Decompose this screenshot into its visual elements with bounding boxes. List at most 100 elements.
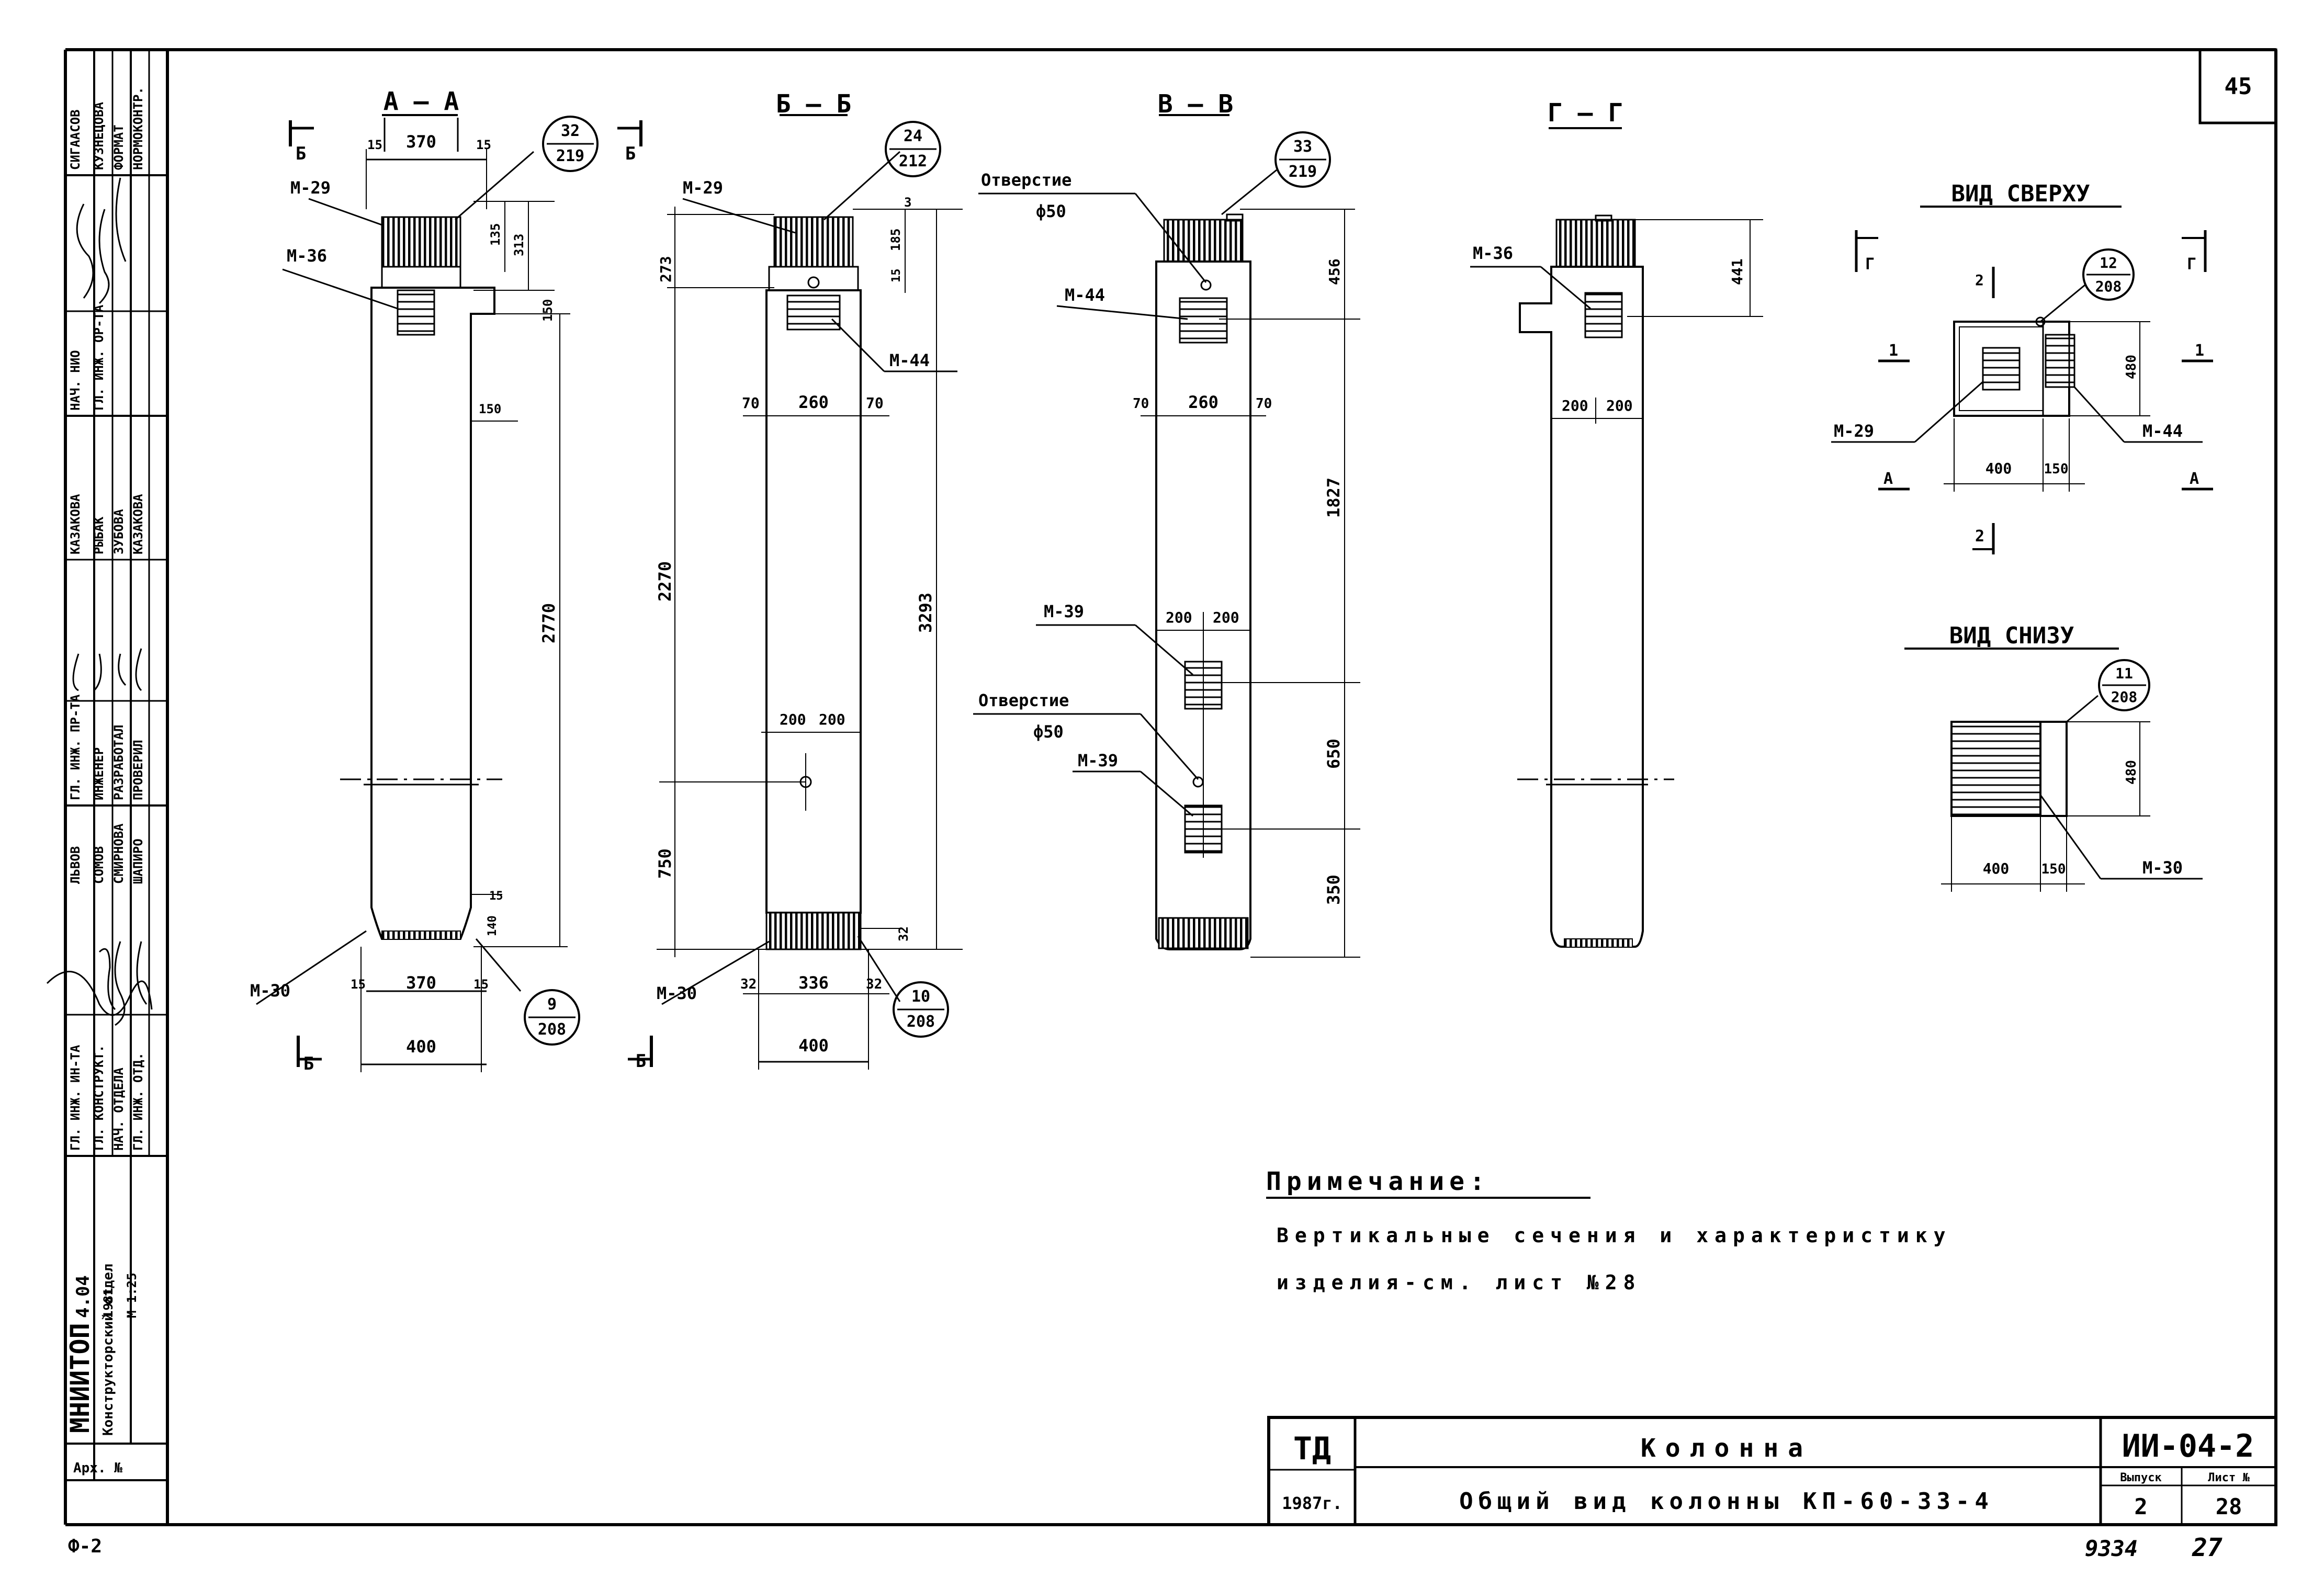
bottom-m30-plate bbox=[1950, 721, 2041, 817]
stamp-role-4: ГЛ. ИНЖ. ОТД. bbox=[131, 1052, 145, 1151]
bb-label-m30: М-30 bbox=[657, 983, 697, 1003]
bb-dim-32b: 32 bbox=[740, 977, 757, 992]
gg-dim-200a: 200 bbox=[1562, 397, 1588, 414]
callout-bb-top-sheet: 212 bbox=[899, 152, 927, 171]
bb-label-m29: М-29 bbox=[683, 178, 723, 198]
sheet-frame bbox=[64, 48, 2277, 1526]
vv-label-m39a: М-39 bbox=[1044, 601, 1084, 621]
stamp-role-7: РАЗРАБОТАЛ bbox=[111, 725, 126, 801]
cut-b-right-bottom: Б bbox=[636, 1051, 646, 1072]
view-top-dim-480: 480 bbox=[2124, 355, 2139, 379]
format-label: Ф-2 bbox=[68, 1536, 102, 1557]
view-bottom-dim-150: 150 bbox=[2041, 861, 2066, 877]
vv-head-plate bbox=[1163, 219, 1244, 263]
vv-dim-200b: 200 bbox=[1213, 609, 1239, 626]
title-block bbox=[1267, 1416, 2277, 1526]
vv-m44-plate bbox=[1179, 297, 1228, 344]
bb-head-plate bbox=[773, 216, 854, 268]
aa-dim-313: 313 bbox=[512, 234, 526, 256]
cut-b-left: Б bbox=[296, 143, 306, 164]
view-top-axis-1-left: 1 bbox=[1889, 342, 1898, 360]
view-top-title: ВИД СВЕРХУ bbox=[1951, 180, 2090, 207]
bb-dim-336: 336 bbox=[798, 973, 829, 993]
callout-top-view bbox=[2082, 248, 2135, 301]
title-td: ТД bbox=[1293, 1431, 1331, 1467]
stamp-year: 1981 bbox=[101, 1288, 116, 1318]
stamp-arch-no: Арх. № bbox=[73, 1460, 122, 1476]
stamp-name-3: СМИРНОВА bbox=[111, 823, 126, 884]
callout-aa-bottom-num: 9 bbox=[547, 995, 557, 1014]
bb-dim-185: 185 bbox=[888, 229, 903, 251]
bb-dim-750: 750 bbox=[655, 848, 675, 879]
title-code: ИИ-04-2 bbox=[2122, 1428, 2254, 1465]
view-bottom bbox=[1904, 648, 2203, 892]
callout-bb-bottom bbox=[893, 981, 949, 1038]
bb-dim-70a: 70 bbox=[742, 394, 760, 412]
vv-base-plate bbox=[1158, 917, 1249, 949]
callout-bb-top-num: 24 bbox=[904, 127, 922, 145]
vv-dim-70a: 70 bbox=[1133, 396, 1149, 412]
stamp-role-5: ГЛ. ИНЖ. ПР-ТА bbox=[68, 694, 83, 800]
callout-vv-top-num: 33 bbox=[1293, 138, 1312, 156]
callout-aa-bottom-sheet: 208 bbox=[538, 1020, 566, 1039]
title-sheet-label: Лист № bbox=[2208, 1471, 2250, 1484]
stamp-name-10: КУЗНЕЦОВА bbox=[92, 101, 106, 170]
view-top-dim-400: 400 bbox=[1985, 460, 2012, 477]
stamp-top-label-1: ФОРМАТ bbox=[111, 124, 126, 170]
stamp-name-6: РЫБАК bbox=[92, 516, 106, 554]
stamp-name-1: ЛЬВОВ bbox=[68, 846, 83, 884]
callout-top-view-sheet: 208 bbox=[2095, 278, 2122, 295]
aa-dim-150b: 150 bbox=[479, 402, 501, 416]
bb-dim-70b: 70 bbox=[866, 394, 884, 412]
aa-label-m36: М-36 bbox=[287, 246, 327, 266]
aa-dim-15c: 15 bbox=[351, 977, 366, 992]
stamp-top-label-2: НОРМОКОНТР. bbox=[131, 87, 145, 170]
section-g-g bbox=[1470, 127, 1763, 948]
callout-bottom-view bbox=[2098, 659, 2150, 711]
section-title-aa: А — А bbox=[383, 87, 459, 116]
stamp-role-10: ГЛ. ИНЖ. ОР-ТА bbox=[92, 304, 106, 411]
note-heading: Примечание: bbox=[1266, 1167, 1490, 1196]
bb-dim-200a: 200 bbox=[780, 711, 806, 728]
view-bottom-dim-400: 400 bbox=[1983, 860, 2010, 877]
view-top-axis-a-left: А bbox=[1883, 470, 1893, 488]
vv-hole-label-a: Отверстие bbox=[981, 170, 1071, 190]
callout-aa-bottom bbox=[524, 989, 580, 1046]
stamp-role-9: НАЧ. НИО bbox=[68, 350, 83, 411]
aa-dim-15e: 15 bbox=[489, 890, 503, 903]
view-bottom-label-m30: М-30 bbox=[2142, 858, 2183, 878]
view-top-axis-2-bottom: 2 bbox=[1975, 527, 1984, 546]
gg-m36-plate bbox=[1584, 292, 1623, 338]
cut-b-left-bottom: Б bbox=[303, 1053, 314, 1074]
view-top-label-m44: М-44 bbox=[2142, 421, 2183, 441]
gg-head-plate bbox=[1555, 219, 1636, 268]
stamp-role-2: ГЛ. КОНСТРУКТ. bbox=[92, 1045, 106, 1151]
view-top-axis-2-top: 2 bbox=[1975, 271, 1984, 289]
aa-dim-2770: 2770 bbox=[539, 603, 559, 643]
bb-dim-32c: 32 bbox=[866, 977, 882, 992]
view-top-axis-a-right: А bbox=[2190, 470, 2199, 488]
callout-vv-top bbox=[1274, 131, 1331, 188]
view-top-axis-1-right: 1 bbox=[2195, 342, 2204, 360]
stamp-name-4: ШАПИРО bbox=[131, 838, 145, 884]
vv-dim-200a: 200 bbox=[1166, 609, 1192, 626]
aa-label-m29: М-29 bbox=[290, 178, 331, 198]
section-b-b bbox=[657, 114, 963, 1070]
handwritten-number: 9334 bbox=[2085, 1536, 2138, 1561]
stamp-dept: Конструкторский отдел bbox=[100, 1264, 116, 1436]
aa-dim-15d: 15 bbox=[473, 977, 489, 992]
bb-dim-3293: 3293 bbox=[916, 593, 935, 633]
view-top-cut-right: Г bbox=[2187, 255, 2196, 274]
note-line-1: Вертикальные сечения и характеристику bbox=[1277, 1224, 1951, 1247]
bb-dim-15: 15 bbox=[890, 269, 903, 283]
vv-dim-650: 650 bbox=[1324, 739, 1344, 769]
vv-label-m39b: М-39 bbox=[1078, 751, 1118, 770]
gg-label-m36: М-36 bbox=[1473, 243, 1513, 263]
bb-dim-273: 273 bbox=[657, 256, 674, 282]
aa-label-m30: М-30 bbox=[250, 981, 290, 1001]
section-title-vv: В — В bbox=[1158, 89, 1234, 119]
aa-dim-370b: 370 bbox=[406, 973, 436, 993]
title-sheet: 28 bbox=[2216, 1494, 2242, 1519]
vv-dim-456: 456 bbox=[1326, 258, 1343, 285]
